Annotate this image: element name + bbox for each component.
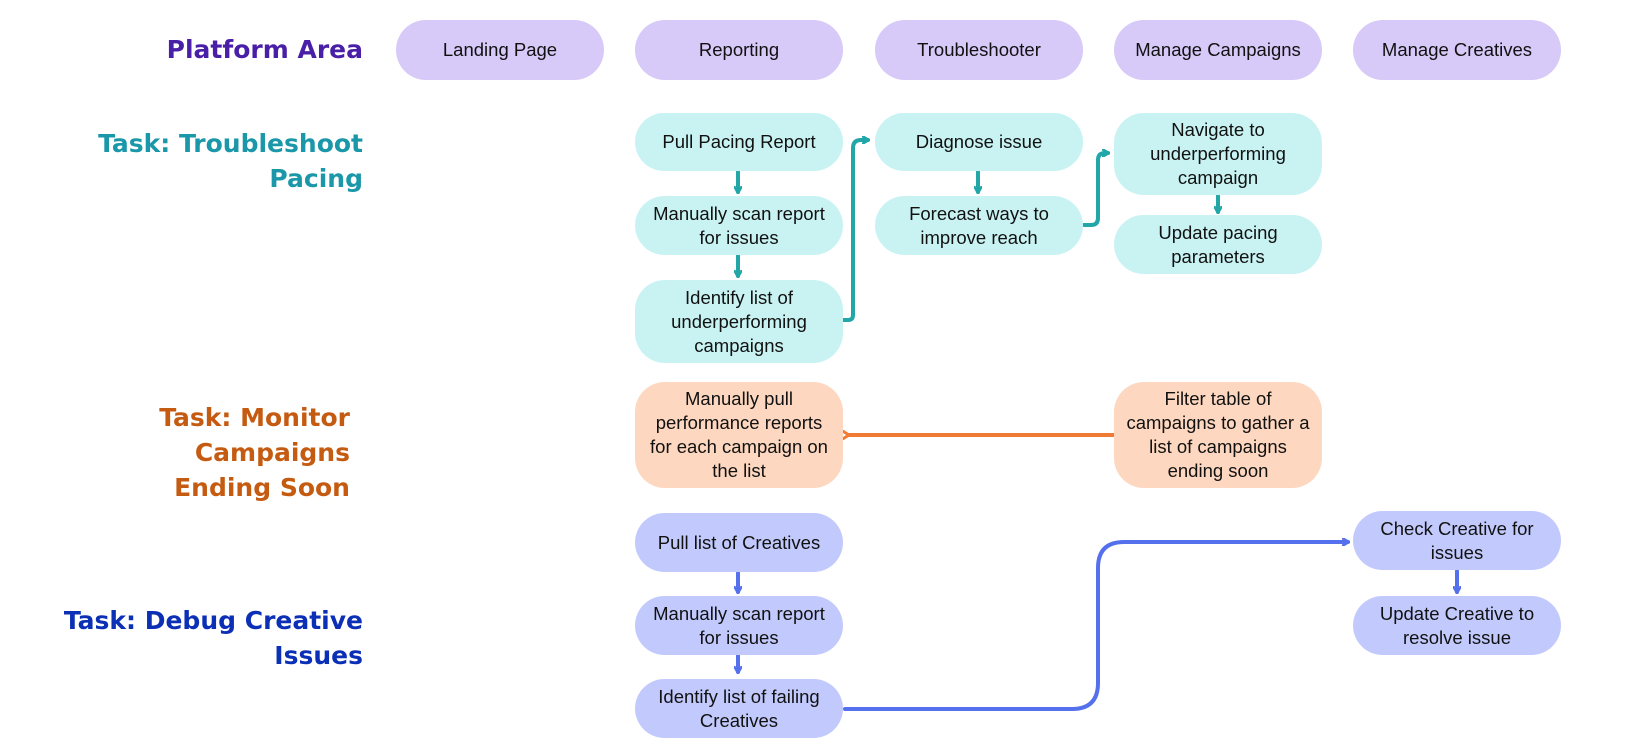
debug-arrows <box>738 542 1457 711</box>
area-reporting: Reporting <box>635 20 843 80</box>
step-forecast-reach: Forecast ways to improve reach <box>875 196 1083 255</box>
step-check-creative: Check Creative for issues <box>1353 511 1561 570</box>
arrow-forecast-to-navigate <box>1082 153 1110 227</box>
area-manage-creatives: Manage Creatives <box>1353 20 1561 80</box>
step-update-pacing: Update pacing parameters <box>1114 215 1322 274</box>
row-label-debug-line1: Task: Debug Creative <box>63 606 363 635</box>
step-navigate-campaign: Navigate to underperforming campaign <box>1114 113 1322 195</box>
step-scan-creatives: Manually scan report for issues <box>635 596 843 655</box>
row-label-troubleshoot-pacing: Task: Troubleshoot Pacing <box>98 129 363 193</box>
row-label-monitor-line2: Ending Soon <box>174 473 350 502</box>
step-identify-failing: Identify list of failing Creatives <box>635 679 843 738</box>
step-diagnose-issue: Diagnose issue <box>875 113 1083 171</box>
arrow-identify-failing-to-check <box>843 542 1350 711</box>
area-manage-campaigns: Manage Campaigns <box>1114 20 1322 80</box>
step-manually-scan-report: Manually scan report for issues <box>635 196 843 255</box>
arrow-identify-to-diagnose <box>841 140 870 322</box>
row-label-monitor-campaigns: Task: Monitor Campaigns Ending Soon <box>0 400 350 505</box>
step-pull-creatives: Pull list of Creatives <box>635 513 843 572</box>
area-landing-page: Landing Page <box>396 20 604 80</box>
row-label-monitor-line1: Task: Monitor Campaigns <box>159 403 350 467</box>
row-label-debug-creative: Task: Debug Creative Issues <box>64 603 363 673</box>
step-update-creative: Update Creative to resolve issue <box>1353 596 1561 655</box>
row-label-debug-line2: Issues <box>274 641 363 670</box>
step-identify-underperforming: Identify list of underperforming campaig… <box>635 280 843 363</box>
step-pull-pacing-report: Pull Pacing Report <box>635 113 843 171</box>
step-filter-campaigns: Filter table of campaigns to gather a li… <box>1114 382 1322 488</box>
row-label-platform-area: Platform Area <box>166 35 363 64</box>
area-troubleshooter: Troubleshooter <box>875 20 1083 80</box>
step-pull-performance-reports: Manually pull performance reports for ea… <box>635 382 843 488</box>
